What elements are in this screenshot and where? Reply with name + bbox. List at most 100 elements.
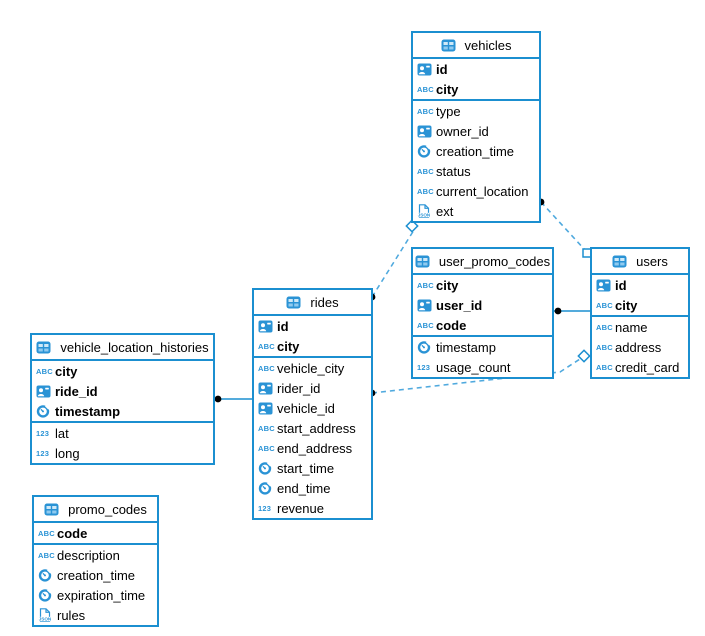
number-icon: 123 [36, 428, 50, 438]
column-name: city [436, 277, 459, 293]
table-icon [612, 255, 631, 268]
column-name: rules [57, 607, 86, 623]
column-name: timestamp [436, 339, 496, 355]
id-icon [417, 63, 436, 76]
column-row-user_id: user_id [413, 295, 552, 315]
column-row-rules: JSON rules [34, 605, 157, 625]
column-name: ride_id [55, 383, 98, 399]
column-name: vehicle_id [277, 400, 335, 416]
datetime-icon [38, 588, 57, 602]
table-icon [441, 39, 460, 52]
text-icon: ABC [258, 423, 275, 433]
column-name: city [436, 81, 459, 97]
column-row-id: id [592, 275, 688, 295]
relationship-endpoint-square [405, 219, 419, 233]
table-header[interactable]: user_promo_codes [413, 249, 552, 275]
table-title: vehicles [464, 37, 512, 53]
id-icon [258, 320, 277, 333]
json-icon: JSON [417, 204, 436, 218]
column-name: start_time [277, 460, 335, 476]
table-header[interactable]: vehicles [413, 33, 539, 59]
column-name: id [615, 277, 627, 293]
table-icon [415, 255, 434, 268]
column-row-creation_time: creation_time [34, 565, 157, 585]
column-name: id [277, 318, 289, 334]
column-name: timestamp [55, 403, 121, 419]
table-title: promo_codes [68, 501, 147, 517]
column-row-vehicle_id: vehicle_id [254, 398, 371, 418]
column-name: city [277, 338, 300, 354]
text-icon: ABC [596, 342, 613, 352]
column-name: vehicle_city [277, 360, 345, 376]
id-icon [258, 402, 277, 415]
text-icon: ABC [258, 443, 275, 453]
column-name: code [436, 317, 467, 333]
table-title: user_promo_codes [438, 253, 551, 269]
relationship-vehicles-users[interactable] [540, 201, 586, 251]
column-name: start_address [277, 420, 356, 436]
id-icon [417, 299, 436, 312]
datetime-icon [38, 568, 57, 582]
column-name: city [615, 297, 638, 313]
column-row-rider_id: rider_id [254, 378, 371, 398]
relationship-rides-vehicles[interactable] [371, 229, 415, 298]
table-header[interactable]: promo_codes [34, 497, 157, 523]
table-header[interactable]: vehicle_location_histories [32, 335, 213, 361]
text-icon: ABC [417, 106, 434, 116]
text-icon: ABC [417, 166, 434, 176]
column-name: long [55, 445, 80, 461]
id-icon [36, 385, 55, 398]
relationship-rides-users[interactable] [371, 358, 581, 394]
column-name: current_location [436, 183, 529, 199]
column-row-start_time: start_time [254, 458, 371, 478]
column-name: description [57, 547, 120, 563]
id-icon [258, 382, 277, 395]
table-header[interactable]: rides [254, 290, 371, 316]
id-icon [417, 125, 436, 138]
column-row-end_time: end_time [254, 478, 371, 498]
column-name: end_time [277, 480, 331, 496]
table-icon [36, 341, 55, 354]
column-name: id [436, 61, 448, 77]
relationship-endpoint-dot [214, 395, 222, 403]
column-name: city [55, 363, 78, 379]
table-icon [44, 503, 63, 516]
text-icon: ABC [596, 322, 613, 332]
table-header[interactable]: users [592, 249, 688, 275]
number-icon: 123 [36, 448, 50, 458]
column-name: credit_card [615, 359, 680, 375]
table-title: users [636, 253, 668, 269]
column-row-timestamp: timestamp [413, 337, 552, 357]
datetime-icon [258, 481, 277, 495]
table-title: vehicle_location_histories [60, 339, 209, 355]
svg-text:JSON: JSON [418, 213, 431, 218]
svg-text:JSON: JSON [39, 617, 52, 622]
column-row-timestamp: timestamp [32, 401, 213, 421]
text-icon: ABC [417, 84, 434, 94]
